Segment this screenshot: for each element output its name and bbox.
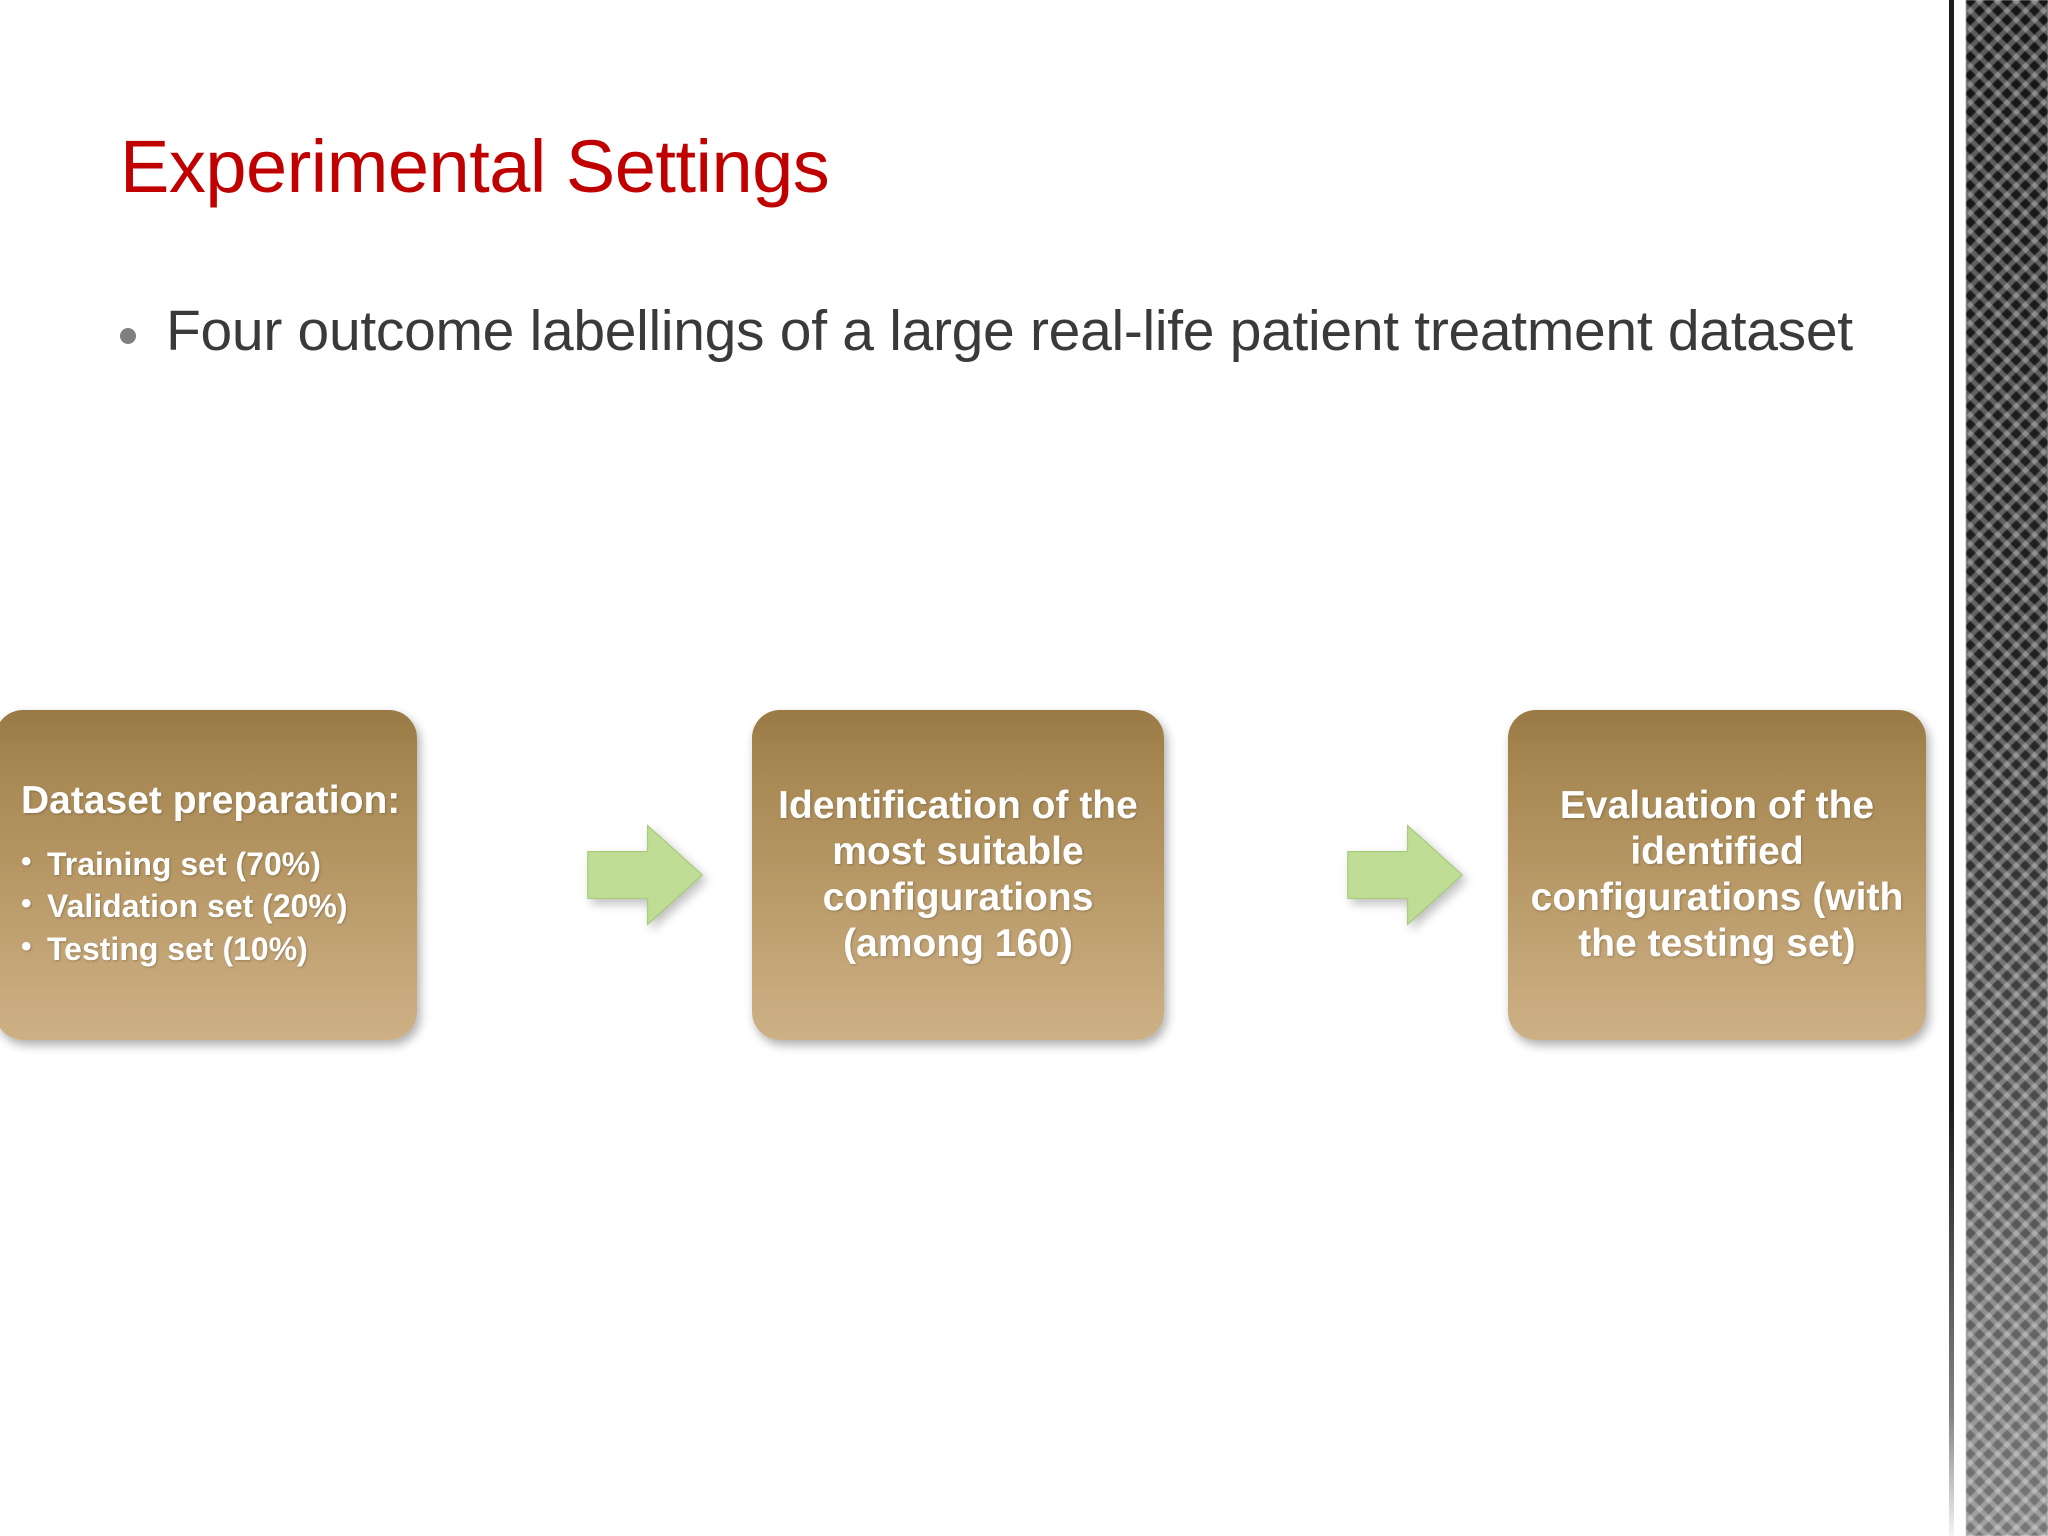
body-bullet-text: Four outcome labellings of a large real-… bbox=[166, 299, 1853, 363]
bullet-dot-icon bbox=[120, 328, 136, 344]
flow-step-evaluation[interactable]: Evaluation of the identified configurati… bbox=[1508, 710, 1926, 1040]
flow-step-dataset-preparation[interactable]: Dataset preparation: Training set (70%) … bbox=[0, 710, 417, 1040]
process-flow-diagram: Dataset preparation: Training set (70%) … bbox=[0, 710, 2048, 1070]
arrow-right-icon bbox=[1340, 810, 1470, 940]
list-item: Validation set (20%) bbox=[21, 884, 417, 928]
flow-step-identification[interactable]: Identification of the most suitable conf… bbox=[752, 710, 1164, 1040]
flow-step-1-heading: Dataset preparation: bbox=[21, 778, 401, 822]
body-bullet-item: Four outcome labellings of a large real-… bbox=[120, 299, 1880, 364]
list-item: Training set (70%) bbox=[21, 842, 417, 886]
right-vertical-rule bbox=[1949, 0, 1954, 1536]
arrow-right-icon bbox=[580, 810, 710, 940]
page-title: Experimental Settings bbox=[120, 124, 830, 208]
flow-step-2-text: Identification of the most suitable conf… bbox=[778, 783, 1138, 966]
right-margin-gap bbox=[1954, 0, 1966, 1536]
flow-step-3-text: Evaluation of the identified configurati… bbox=[1530, 783, 1904, 966]
list-item: Testing set (10%) bbox=[21, 927, 417, 971]
right-decorative-texture-strip bbox=[1966, 0, 2048, 1536]
flow-step-1-list: Training set (70%) Validation set (20%) … bbox=[21, 842, 417, 971]
